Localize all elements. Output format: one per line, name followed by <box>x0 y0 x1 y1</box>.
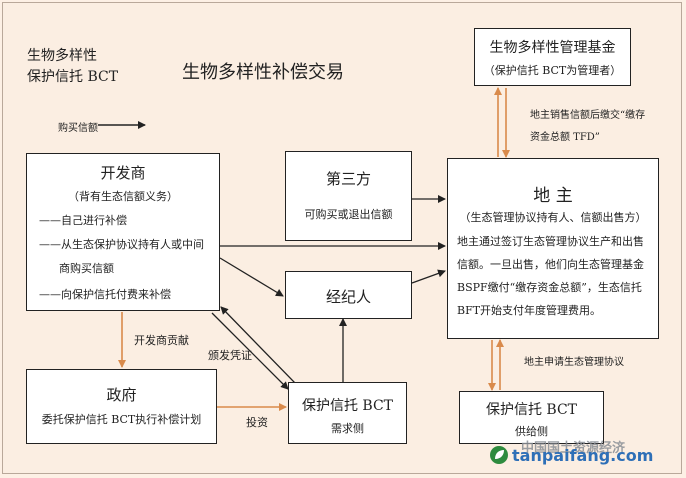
label-developer-contribution: 开发商贡献 <box>134 334 189 347</box>
landowner-box-title: 地 主 <box>533 186 573 206</box>
government-box-subtitle: 委托保护信托 BCT执行补偿计划 <box>41 413 202 426</box>
corner-title-line2: 保护信托 BCT <box>27 69 119 85</box>
broker-box-title: 经纪人 <box>325 288 371 306</box>
government-box: 政府 委托保护信托 BCT执行补偿计划 <box>26 369 217 444</box>
bct-supply-box-title: 保护信托 BCT <box>485 402 578 418</box>
developer-item: 商购买信额 <box>59 262 114 275</box>
government-box-title: 政府 <box>106 386 137 404</box>
developer-box: 开发商 （背有生态信额义务） ——自己进行补偿 ——从生态保护协议持有人或中间 … <box>26 153 220 311</box>
label-investment: 投资 <box>246 416 268 429</box>
arrow-developer-broker <box>219 257 284 297</box>
developer-box-title: 开发商 <box>100 164 146 182</box>
fund-box-title: 生物多样性管理基金 <box>489 40 616 56</box>
landowner-line: 信额。一旦出售，他们向生态管理基金 <box>457 258 644 271</box>
landowner-box-subtitle: （生态管理协议持有人、信额出售方） <box>459 211 647 224</box>
bct-supply-box-subtitle: 供给侧 <box>515 425 548 438</box>
corner-title-line1: 生物多样性 <box>27 48 97 64</box>
developer-item: ——从生态保护协议持有人或中间 <box>39 238 204 251</box>
fund-box-subtitle: （保护信托 BCT为管理者） <box>483 64 622 77</box>
watermark-cn: 中国国土资源经济 <box>521 441 626 456</box>
third-party-box-title: 第三方 <box>325 170 371 188</box>
watermark-url: tanpaifang.com <box>512 446 654 465</box>
landowner-line: BSPF缴付“缴存资金总额”，生态信托 <box>457 281 642 294</box>
third-party-box-subtitle: 可购买或退出信额 <box>304 208 393 221</box>
main-title: 生物多样性补偿交易 <box>182 62 344 83</box>
legend-label: 购买信额 <box>58 123 98 134</box>
fund-box: 生物多样性管理基金 （保护信托 BCT为管理者） <box>474 28 631 86</box>
arrow-developer-bct <box>211 312 289 390</box>
leaf-logo-icon <box>490 446 508 464</box>
bct-demand-box-title: 保护信托 BCT <box>301 398 394 414</box>
bct-demand-box: 保护信托 BCT 需求侧 <box>288 382 407 444</box>
bct-demand-box-subtitle: 需求侧 <box>331 422 364 435</box>
third-party-box: 第三方 可购买或退出信额 <box>285 151 412 241</box>
bct-supply-box: 保护信托 BCT 供给侧 <box>459 391 604 444</box>
landowner-line: 地主通过签订生态管理协议生产和出售 <box>457 235 644 248</box>
arrow-broker-landowner <box>411 269 446 284</box>
fund-note-line2: 资金总额 TFD” <box>530 132 600 143</box>
landowner-line: BFT开始支付年度管理费用。 <box>457 304 602 317</box>
developer-item: ——向保护信托付费来补偿 <box>39 288 171 301</box>
developer-box-subtitle: （背有生态信额义务） <box>68 190 178 203</box>
landowner-box: 地 主 （生态管理协议持有人、信额出售方） 地主通过签订生态管理协议生产和出售 … <box>447 158 659 339</box>
label-issue-certificate: 颁发凭证 <box>208 349 252 362</box>
arrow-bct-developer <box>220 306 296 384</box>
fund-note-line1: 地主销售信额后缴交“缴存 <box>530 110 646 121</box>
broker-box: 经纪人 <box>285 271 412 319</box>
developer-item: ——自己进行补偿 <box>39 214 127 227</box>
label-landowner-apply: 地主申请生态管理协议 <box>524 357 624 368</box>
